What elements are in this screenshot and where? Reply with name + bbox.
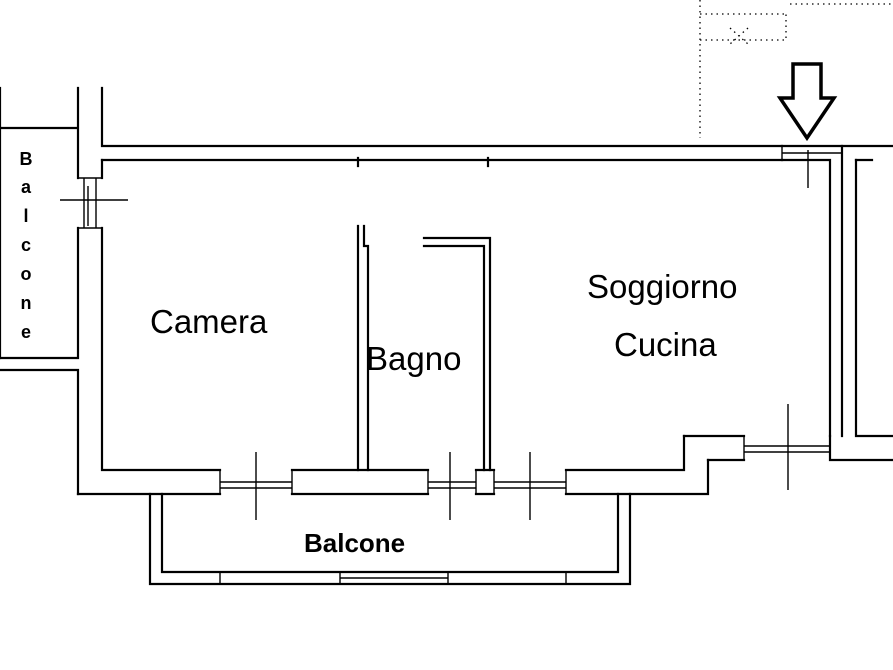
room-label-bagno: Bagno xyxy=(366,340,461,377)
room-label-soggiorno: Soggiorno xyxy=(587,268,737,305)
balcone-letter: l xyxy=(23,206,28,226)
room-label-balcone-vertical: B a l c o n e xyxy=(20,149,33,342)
window-bagno xyxy=(427,452,477,520)
down-arrow-icon xyxy=(776,62,838,142)
left-balcony xyxy=(0,86,80,496)
balcone-letter: o xyxy=(21,264,32,284)
neighbor-unit-outline xyxy=(699,0,893,138)
outer-walls xyxy=(76,86,893,496)
balcone-letter: B xyxy=(20,149,33,169)
balcone-letter: c xyxy=(21,235,31,255)
window-soggiorno xyxy=(493,452,567,520)
entrance-door xyxy=(781,146,842,188)
balcone-letter: n xyxy=(21,293,32,313)
balcone-letter: a xyxy=(21,177,32,197)
window-left xyxy=(60,177,128,229)
room-label-camera: Camera xyxy=(150,303,268,340)
window-right xyxy=(743,404,831,490)
interior-walls xyxy=(290,224,496,496)
balcone-letter: e xyxy=(21,322,31,342)
room-label-cucina: Cucina xyxy=(614,326,717,363)
window-camera xyxy=(219,452,293,520)
room-label-balcone: Balcone xyxy=(304,528,405,558)
bottom-balcony xyxy=(148,492,632,586)
